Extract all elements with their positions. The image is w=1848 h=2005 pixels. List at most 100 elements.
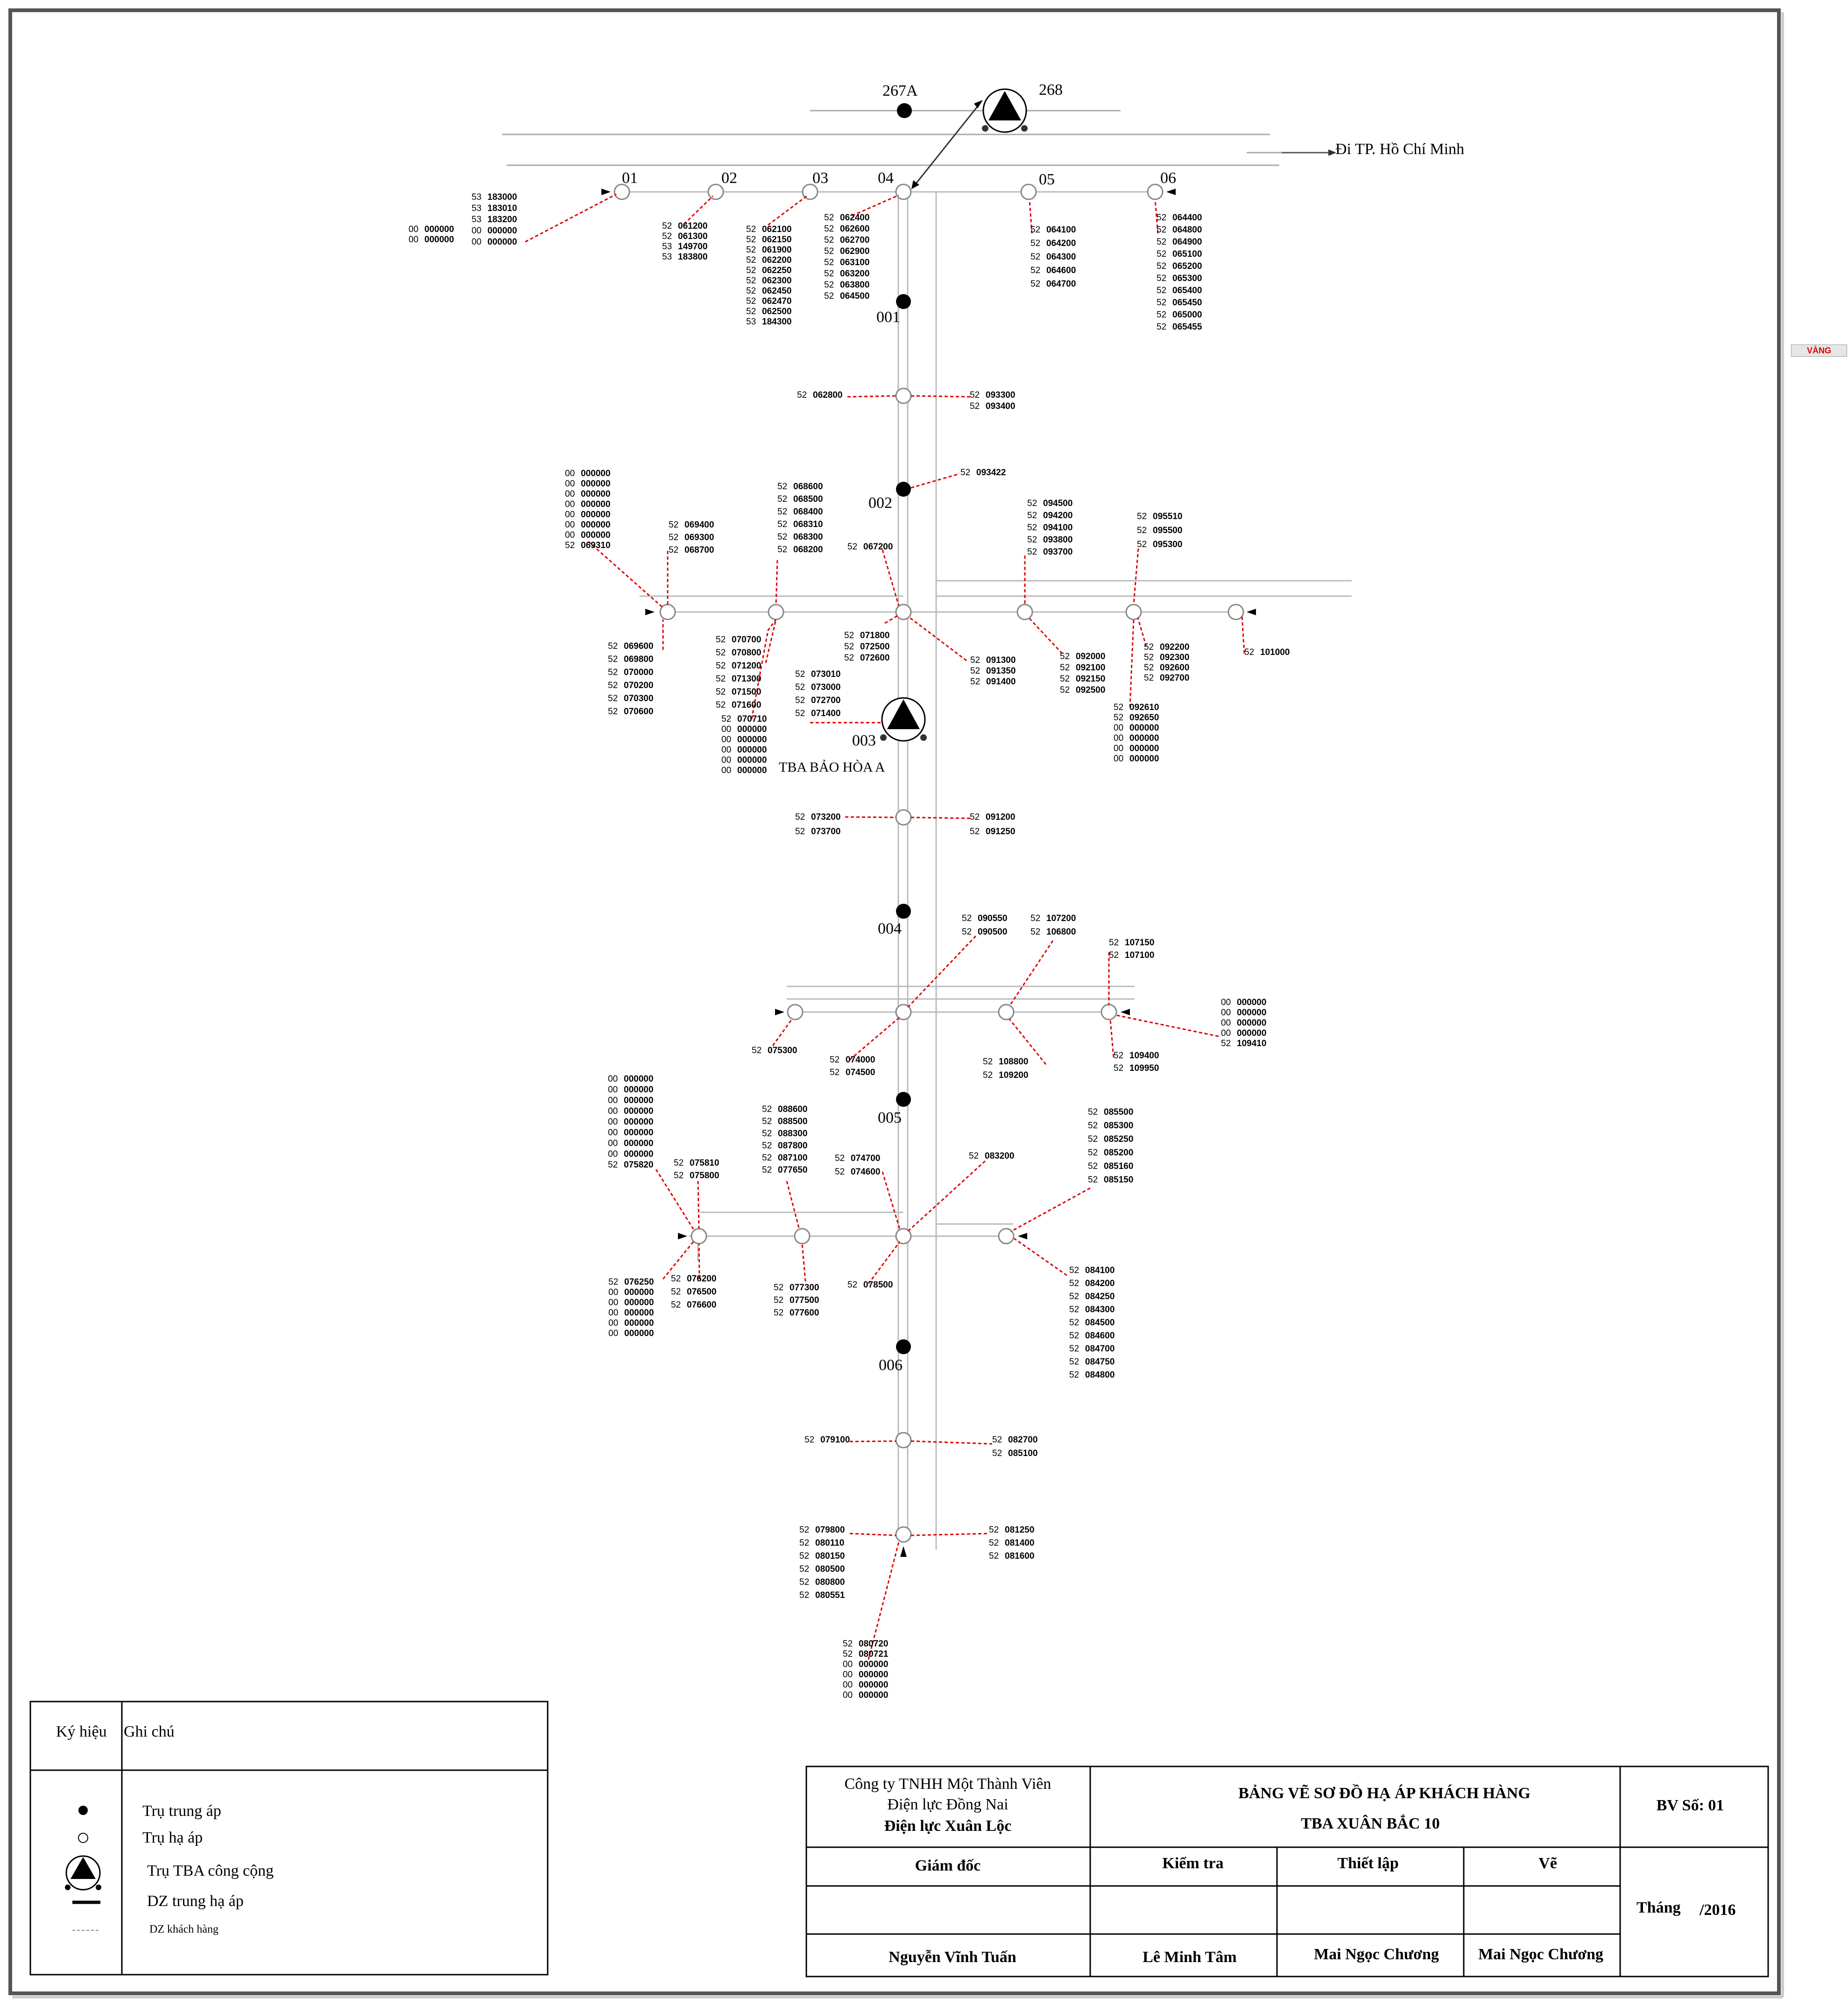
customer-code: 062800	[813, 390, 842, 400]
pole-label-001: 001	[876, 309, 900, 326]
customer-code: 062150	[762, 235, 791, 245]
customer-prefix: 52	[746, 307, 756, 317]
customer-prefix: 52	[608, 707, 618, 717]
customer-code: 083200	[985, 1151, 1014, 1161]
pole-label-268: 268	[1039, 81, 1063, 98]
customer-prefix: 00	[1114, 754, 1123, 764]
customer-prefix: 52	[1088, 1161, 1098, 1171]
customer-prefix: 52	[1030, 239, 1040, 248]
customer-prefix: 52	[804, 1435, 814, 1445]
customer-code: 080800	[815, 1577, 845, 1587]
customer-prefix: 52	[1088, 1175, 1098, 1185]
pole-label-05: 05	[1039, 171, 1055, 188]
customer-code: 064200	[1046, 239, 1076, 248]
customer-prefix: 53	[662, 252, 672, 262]
name-draw: Mai Ngọc Chương	[1478, 1946, 1603, 1963]
customer-prefix: 00	[843, 1670, 853, 1680]
customer-code: 081600	[1005, 1551, 1034, 1561]
customer-prefix: 52	[970, 812, 980, 822]
customer-code: 093800	[1043, 535, 1072, 545]
customer-prefix: 52	[799, 1551, 809, 1561]
customer-code: 084100	[1085, 1266, 1114, 1275]
customer-prefix: 52	[669, 520, 678, 530]
customer-prefix: 52	[716, 687, 726, 697]
customer-code: 000000	[581, 510, 610, 520]
customer-prefix: 00	[409, 235, 418, 245]
customer-code: 068200	[793, 545, 823, 555]
customer-prefix: 52	[1157, 249, 1166, 259]
customer-prefix: 52	[1109, 938, 1119, 948]
customer-code: 085250	[1104, 1134, 1133, 1144]
customer-prefix: 00	[565, 499, 575, 509]
customer-code: 000000	[624, 1128, 653, 1138]
customer-code: 092650	[1129, 713, 1159, 723]
customer-code: 062200	[762, 255, 791, 265]
customer-code: 071500	[732, 687, 761, 697]
customer-prefix: 00	[565, 520, 575, 530]
customer-code: 071200	[732, 661, 761, 671]
customer-prefix: 52	[1109, 950, 1119, 960]
customer-code: 085500	[1104, 1107, 1133, 1117]
customer-code: 064100	[1046, 225, 1076, 235]
customer-code: 061300	[678, 232, 707, 241]
lv-poles-branch-b	[645, 604, 1256, 620]
customer-prefix: 52	[662, 221, 672, 231]
role-check: Kiểm tra	[1162, 1855, 1223, 1872]
customer-prefix: 52	[774, 1308, 783, 1318]
customer-prefix: 52	[777, 520, 787, 529]
customer-prefix: 52	[795, 682, 805, 692]
customer-prefix: 52	[746, 286, 756, 296]
customer-prefix: 00	[1221, 1028, 1231, 1038]
customer-prefix: 52	[1030, 225, 1040, 235]
customer-code: 070300	[624, 694, 653, 704]
customer-prefix: 00	[608, 1074, 618, 1084]
customer-code: 074600	[851, 1167, 880, 1177]
customer-code: 079100	[820, 1435, 850, 1445]
lv-pole	[895, 387, 912, 404]
customer-prefix: 52	[662, 232, 672, 241]
customer-code: 092600	[1160, 663, 1189, 673]
customer-prefix: 52	[608, 654, 618, 664]
customer-code: 069300	[684, 533, 714, 542]
customer-code: 000000	[581, 479, 610, 489]
page-border	[8, 8, 1781, 1995]
customer-prefix: 00	[608, 1096, 618, 1105]
customer-code: 183000	[487, 192, 517, 202]
customer-prefix: 53	[472, 204, 481, 213]
customer-prefix: 52	[1088, 1148, 1098, 1158]
customer-prefix: 52	[608, 641, 618, 651]
customer-code: 000000	[737, 745, 767, 755]
customer-prefix: 52	[1137, 512, 1147, 521]
customer-code: 000000	[624, 1117, 653, 1127]
customer-code: 095300	[1153, 540, 1182, 549]
customer-prefix: 52	[835, 1154, 845, 1163]
customer-code: 000000	[624, 1308, 654, 1318]
customer-code: 080551	[815, 1590, 845, 1600]
pole-label-01: 01	[622, 169, 638, 187]
customer-prefix: 00	[608, 1085, 618, 1095]
company-name-line2: Điện lực Đồng Nai	[887, 1796, 1008, 1813]
customer-prefix: 52	[1144, 642, 1154, 652]
customer-code: 081400	[1005, 1538, 1034, 1548]
customer-code: 064900	[1172, 237, 1202, 247]
customer-prefix: 52	[824, 258, 834, 267]
customer-code: 093700	[1043, 547, 1072, 557]
customer-code: 084750	[1085, 1357, 1114, 1367]
customer-prefix: 52	[824, 235, 834, 245]
customer-prefix: 52	[970, 666, 980, 676]
lv-poles-branch-e	[678, 1228, 1027, 1245]
customer-prefix: 52	[774, 1295, 783, 1305]
customer-prefix: 52	[777, 482, 787, 492]
customer-prefix: 00	[608, 1298, 618, 1308]
customer-prefix: 52	[1027, 523, 1037, 533]
customer-prefix: 52	[762, 1141, 772, 1151]
mv-pole-002	[896, 482, 911, 497]
